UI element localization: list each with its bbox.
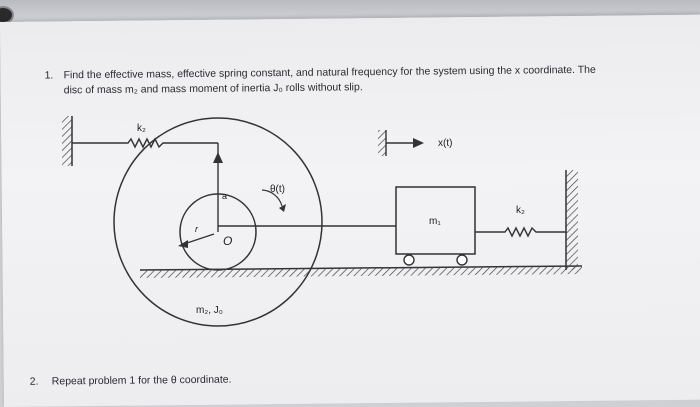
theta-arrow-icon: [279, 204, 286, 212]
x-arrow-icon: [413, 138, 424, 148]
arm-arrow-icon: [213, 152, 223, 163]
left-wall: [62, 116, 72, 166]
center-label: O: [223, 234, 232, 248]
block-label: m₁: [429, 216, 441, 227]
radius-arrow-icon: [178, 240, 188, 248]
right-wall: [566, 170, 578, 270]
block-m1: [395, 186, 476, 255]
ground-hatch: [140, 266, 582, 278]
disc-label: m₂, J₀: [196, 305, 223, 316]
radius-line: [183, 233, 215, 245]
right-spring-label: k₂: [516, 205, 525, 216]
top-spring-label: k₂: [137, 123, 146, 134]
block-wheel-left: [403, 254, 415, 266]
block-wheel-right: [456, 254, 468, 266]
x-label: x(t): [438, 138, 452, 149]
right-spring: [475, 226, 566, 238]
x-reference-hatch: [378, 130, 386, 156]
radius-label: r: [195, 224, 199, 234]
disc-outer: [113, 117, 323, 327]
theta-arc: [261, 189, 283, 207]
arm-label: a: [222, 191, 227, 201]
theta-label: θ(t): [270, 184, 285, 195]
